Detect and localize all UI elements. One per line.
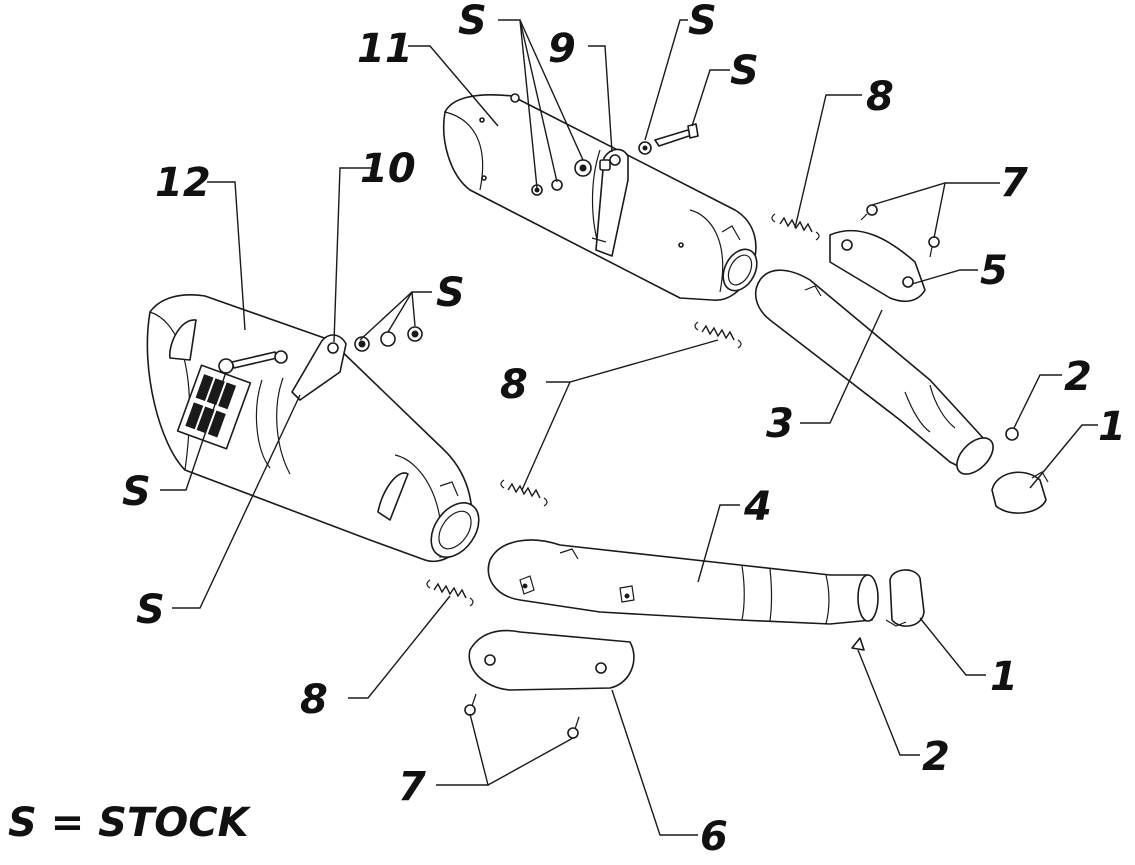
spring-8-upper [771, 213, 820, 241]
callout-11: 11 [357, 26, 413, 72]
callout-2-lower: 2 [922, 734, 950, 780]
heat-shield-6 [468, 629, 635, 691]
callout-3: 3 [766, 401, 794, 447]
heat-shield-5 [829, 229, 926, 303]
stock-hardware-upper [531, 123, 699, 196]
callout-s-upper-bolt: S [730, 48, 759, 94]
screws-7-upper [860, 204, 940, 258]
callout-8-lower: 8 [300, 677, 328, 723]
silencer-lower [146, 294, 480, 562]
callout-1-upper: 1 [1098, 404, 1126, 450]
link-pipe-3 [754, 269, 994, 475]
callout-5: 5 [980, 248, 1008, 294]
leader-lines [160, 19, 1098, 836]
nut-2-upper [1005, 427, 1019, 441]
callout-4: 4 [743, 484, 772, 530]
spring-8-left [500, 479, 548, 507]
spring-8-bottom [426, 579, 474, 607]
clamp-1-upper [991, 471, 1049, 514]
callout-9: 9 [548, 26, 576, 72]
link-pipe-4 [487, 539, 879, 625]
callout-7-upper: 7 [1000, 160, 1028, 206]
callout-10: 10 [360, 146, 416, 192]
legend-stock: S = STOCK [8, 800, 252, 846]
callout-2-upper: 2 [1064, 354, 1092, 400]
nut-2-lower [851, 637, 865, 651]
callout-8-upper: 8 [866, 74, 894, 120]
callout-s-upper-washer: S [688, 0, 717, 44]
callout-6: 6 [700, 814, 728, 860]
callout-s-lower-bolt: S [122, 469, 151, 515]
callout-s-lower-washers: S [436, 270, 465, 316]
bracket-9 [591, 148, 629, 257]
callout-12: 12 [155, 160, 211, 206]
callout-s-lower-bracket: S [136, 587, 165, 633]
screws-7-lower [464, 693, 580, 739]
callout-1-lower: 1 [990, 654, 1018, 700]
callout-7-lower: 7 [398, 764, 426, 810]
clamp-1-lower [885, 569, 925, 627]
callout-s-upper-nuts: S [458, 0, 487, 44]
bracket-10 [291, 334, 347, 401]
spring-8-middle [694, 321, 742, 349]
stock-hardware-lower [218, 326, 423, 374]
callout-8-middle: 8 [500, 362, 528, 408]
